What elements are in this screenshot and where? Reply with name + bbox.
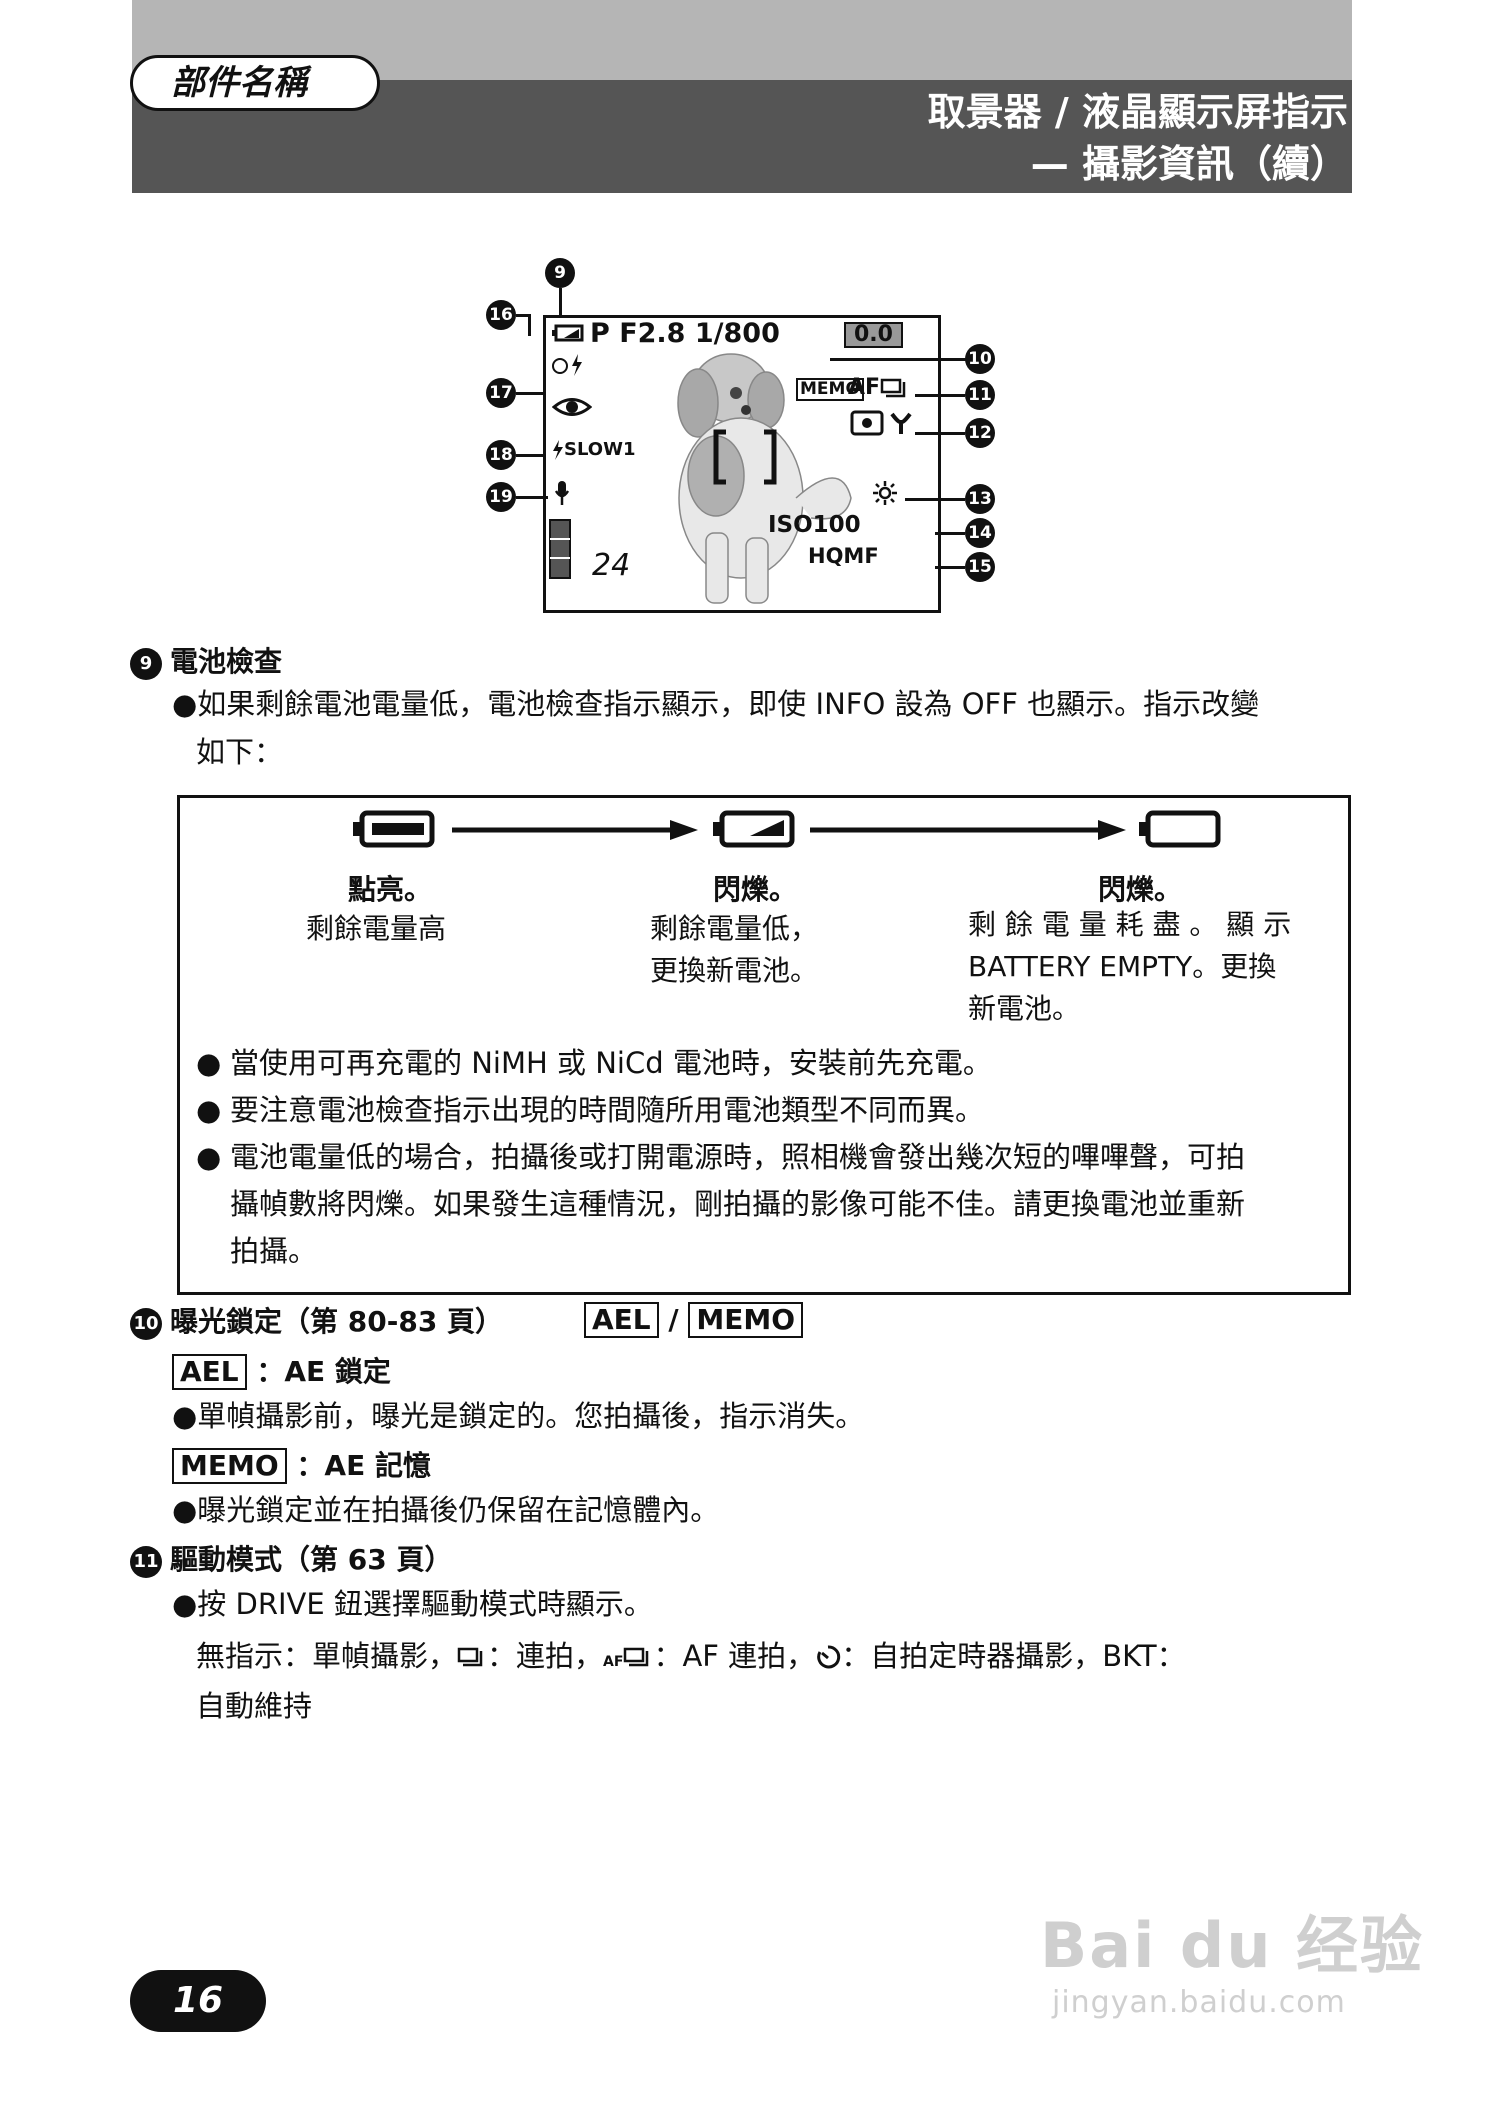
battery-state-3-desc: 剩 餘 電 量 耗 盡 。 顯 示 BATTERY EMPTY。更換 新電池。: [968, 908, 1292, 1025]
lcd-af-label: AF: [848, 375, 881, 400]
battery-half-icon: [552, 324, 584, 342]
leader-14: [935, 532, 965, 535]
af-target-brackets: [713, 429, 777, 485]
callout-13: 13: [965, 484, 995, 514]
lcd-iso: ISO100: [768, 512, 861, 538]
callout-14: 14: [965, 518, 995, 548]
section-10-tags: AEL / MEMO: [584, 1302, 804, 1338]
leader-11: [915, 394, 965, 397]
arrow-right-icon: [452, 820, 698, 840]
battery-state-2-desc: 剩餘電量低， 更換新電池。: [650, 912, 819, 987]
section-label: 部件名稱: [130, 55, 380, 111]
leader-16a: [516, 314, 530, 317]
flash-icon: [572, 354, 582, 376]
flash-ready-icon: [552, 358, 568, 374]
self-timer-icon: [817, 1645, 841, 1669]
lcd-exposure-compensation: 0.0: [844, 322, 903, 348]
lcd-frames-remaining: 24: [592, 548, 631, 583]
tag-separator: /: [668, 1303, 679, 1336]
battery-notes: ●當使用可再充電的 NiMH 或 NiCd 電池時，安裝前先充電。 ●要注意電池…: [196, 1040, 1245, 1275]
ael-desc: ：AE 鎖定: [256, 1355, 391, 1388]
sun-icon: [873, 481, 897, 505]
leader-15: [935, 566, 965, 569]
callout-10: 10: [965, 344, 995, 374]
drive-mode-line-2: 自動維持: [196, 1689, 313, 1723]
watermark-logo: Bai du 经验: [1040, 1909, 1425, 1982]
section-9-number: 9: [130, 648, 162, 680]
memo-desc: ：AE 記憶: [296, 1449, 431, 1482]
lcd-quality: HQMF: [808, 544, 879, 568]
leader-17: [516, 392, 544, 395]
callout-9: 9: [545, 258, 575, 288]
ael-label: AEL: [172, 1354, 247, 1390]
drive-mode-line: 無指示：單幀攝影，：連拍，AF：AF 連拍，：自拍定時器攝影，BKT：: [196, 1639, 1186, 1673]
lcd-memo-badge: MEMO: [796, 378, 864, 401]
memo-bullet: ●曝光鎖定並在拍攝後仍保留在記憶體內。: [172, 1493, 720, 1527]
battery-state-1-desc: 剩餘電量高: [306, 912, 447, 945]
memo-row: MEMO ：AE 記憶: [172, 1444, 431, 1484]
flash-small-icon: [553, 440, 563, 460]
callout-11: 11: [965, 380, 995, 410]
callout-19: 19: [486, 482, 516, 512]
lcd-exposure-settings: P F2.8 1/800: [590, 318, 780, 349]
section-10-number: 10: [130, 1308, 162, 1340]
page-title: 取景器 / 液晶顯示屏指示 — 攝影資訊（續）: [927, 90, 1348, 186]
ael-row: AEL ：AE 鎖定: [172, 1350, 391, 1390]
section-9-title: 電池檢查: [170, 645, 283, 678]
leader-19: [516, 496, 548, 499]
sequential-icon: [880, 378, 906, 398]
sequential-icon: [457, 1647, 483, 1667]
page-number: 16: [130, 1970, 266, 2032]
ael-bullet: ●單幀攝影前，曝光是鎖定的。您拍攝後，指示消失。: [172, 1399, 865, 1433]
section-11-number: 11: [130, 1546, 162, 1578]
arrow-right-icon: [810, 820, 1126, 840]
lcd-display: P F2.8 1/800 0.0 MEMO AF SLOW1 ISO100 HQ…: [543, 315, 941, 613]
battery-full-icon: [353, 810, 435, 848]
af-small-label: AF: [603, 1654, 624, 1670]
spot-metering-icon: [850, 410, 884, 436]
watermark-url: jingyan.baidu.com: [1052, 1985, 1346, 2020]
section-10-title: 曝光鎖定（第 80-83 頁）: [170, 1305, 504, 1338]
battery-half-icon: [713, 810, 795, 848]
section-11-bullet: ●按 DRIVE 鈕選擇驅動模式時顯示。: [172, 1587, 653, 1621]
mic-icon: [554, 481, 570, 505]
lcd-slow-sync: SLOW1: [564, 439, 636, 460]
battery-state-2-title: 閃爍。: [712, 873, 797, 906]
section-9-bullet: ●如果剩餘電池電量低，電池檢查指示顯示，即使 INFO 設為 OFF 也顯示。指…: [172, 687, 1260, 721]
note-3-cont-1: 攝幀數將閃爍。如果發生這種情況，剛拍攝的影像可能不佳。請更換電池並重新: [230, 1187, 1246, 1221]
battery-state-3-title: 閃爍。: [1097, 873, 1182, 906]
callout-15: 15: [965, 552, 995, 582]
note-1: ●當使用可再充電的 NiMH 或 NiCd 電池時，安裝前先充電。: [196, 1046, 992, 1080]
callout-12: 12: [965, 418, 995, 448]
ael-tag: AEL: [584, 1302, 659, 1338]
callout-16: 16: [486, 300, 516, 330]
battery-state-1-title: 點亮。: [347, 873, 432, 906]
leader-13: [905, 498, 965, 501]
leader-18: [516, 454, 544, 457]
macro-icon: [890, 412, 912, 434]
callout-18: 18: [486, 440, 516, 470]
leader-10: [830, 358, 966, 361]
leader-12: [915, 432, 965, 435]
section-11-title: 驅動模式（第 63 頁）: [170, 1543, 453, 1576]
battery-info-box: [177, 795, 1351, 1295]
note-3: ●電池電量低的場合，拍攝後或打開電源時，照相機會發出幾次短的嗶嗶聲，可拍: [196, 1140, 1246, 1174]
leader-16b: [528, 314, 531, 336]
memory-gauge-icon: [549, 519, 571, 579]
callout-17: 17: [486, 378, 516, 408]
leader-9: [559, 288, 562, 318]
battery-empty-icon: [1139, 810, 1221, 848]
note-2: ●要注意電池檢查指示出現的時間隨所用電池類型不同而異。: [196, 1093, 985, 1127]
eye-icon: [552, 398, 592, 416]
section-9-bullet-cont: 如下：: [196, 735, 284, 769]
note-3-cont-2: 拍攝。: [230, 1234, 318, 1268]
memo-tag: MEMO: [688, 1302, 804, 1338]
memo-label: MEMO: [172, 1448, 287, 1484]
af-sequential-icon: [624, 1647, 649, 1667]
